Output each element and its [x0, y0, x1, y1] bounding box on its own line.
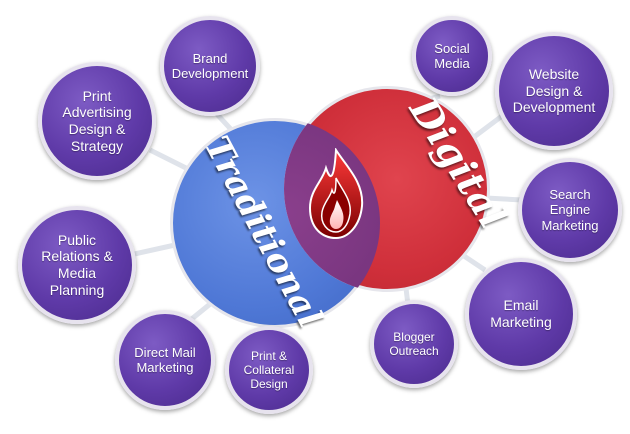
connector-search	[485, 195, 523, 203]
node-email-marketing: Email Marketing	[465, 258, 577, 370]
node-search-engine-marketing: Search Engine Marketing	[518, 158, 622, 262]
node-website-design: Website Design & Development	[495, 32, 613, 150]
node-print-advertising: Print Advertising Design & Strategy	[38, 62, 156, 180]
node-print-collateral: Print & Collateral Design	[225, 326, 313, 414]
node-brand-development: Brand Development	[160, 16, 260, 116]
connector-public-relations	[129, 242, 176, 258]
node-blogger-outreach: Blogger Outreach	[370, 300, 458, 388]
node-social-media: Social Media	[412, 16, 492, 96]
connector-print-advertising	[148, 147, 192, 173]
flame-logo-icon	[308, 148, 364, 240]
node-public-relations: Public Relations & Media Planning	[18, 206, 136, 324]
node-direct-mail: Direct Mail Marketing	[115, 310, 215, 410]
